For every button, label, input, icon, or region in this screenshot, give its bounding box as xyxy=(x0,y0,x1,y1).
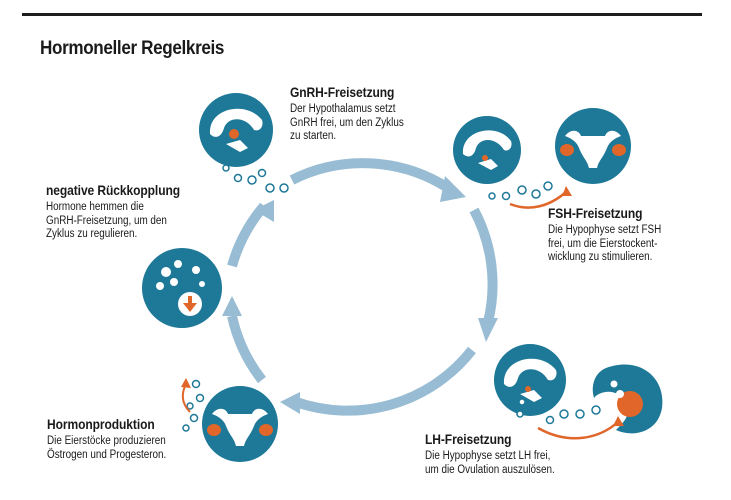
feedback-heading: negative Rückkopplung xyxy=(46,182,180,198)
cycle-arrow-bottom xyxy=(294,346,476,416)
ovary-icon-lh xyxy=(592,364,663,434)
feedback-line-2: GnRH-Freisetzung, um den xyxy=(46,214,167,227)
lh-line-2: um die Ovulation auszulösen. xyxy=(425,463,555,476)
down-arrow-icon xyxy=(178,292,202,316)
transfer-arrowhead-lh xyxy=(613,416,624,426)
gnrh-description: Der Hypothalamus setzt GnRH frei, um den… xyxy=(290,103,404,144)
cycle-arrowheads xyxy=(222,176,498,414)
hormone-bubbles-fsh xyxy=(488,181,553,201)
cycle-arrow-top xyxy=(289,158,451,193)
fsh-description: Die Hypophyse setzt FSH frei, um die Eie… xyxy=(548,224,661,265)
uterus-icon-hormon xyxy=(202,386,278,462)
gnrh-heading: GnRH-Freisetzung xyxy=(290,84,395,100)
transfer-arrow-fsh xyxy=(509,191,567,209)
gnrh-line-1: Der Hypothalamus setzt xyxy=(290,103,396,115)
feedback-line-3: Zyklus zu regulieren. xyxy=(46,228,138,240)
hormon-line-2: Östrogen und Progesteron. xyxy=(47,448,167,461)
lh-heading: LH-Freisetzung xyxy=(425,431,512,447)
fsh-line-1: Die Hypophyse setzt FSH xyxy=(548,224,662,236)
cycle-arrow-lower-left xyxy=(227,314,266,384)
brain-icon-lh xyxy=(494,344,566,416)
hormone-bubbles-lh xyxy=(516,398,601,425)
gnrh-line-3: zu starten. xyxy=(290,130,337,142)
label-lh: LH-Freisetzung Die Hypophyse setzt LH fr… xyxy=(425,431,555,477)
arrowhead-lower-left xyxy=(222,296,242,316)
top-rule xyxy=(22,13,702,16)
hormon-line-1: Die Eierstöcke produzieren xyxy=(47,435,166,447)
label-hormon: Hormonproduktion Die Eierstöcke produzie… xyxy=(47,416,166,462)
lh-line-1: Die Hypophyse setzt LH frei, xyxy=(425,450,551,462)
hormon-heading: Hormonproduktion xyxy=(47,416,155,432)
uterus-icon-fsh xyxy=(555,108,631,184)
release-arrowhead-hormon xyxy=(181,378,191,388)
cycle-arrow-upper-left xyxy=(227,202,268,268)
feedback-icon xyxy=(142,248,222,328)
hormon-description: Die Eierstöcke produzieren Östrogen und … xyxy=(47,435,166,462)
hormone-bubbles-hormon xyxy=(182,379,205,432)
arrowhead-right xyxy=(478,318,498,342)
brain-icon-top xyxy=(199,93,273,167)
transfer-arrow-lh xyxy=(537,421,619,440)
hormone-bubbles-top xyxy=(222,164,289,193)
brain-icon-fsh xyxy=(453,116,521,184)
cycle-arrow-right xyxy=(469,207,498,324)
fsh-heading: FSH-Freisetzung xyxy=(548,205,643,221)
gnrh-line-2: GnRH frei, um den Zyklus xyxy=(290,116,404,129)
arrowhead-top xyxy=(440,176,466,202)
cycle-ring xyxy=(227,158,498,416)
transfer-arrowhead-fsh xyxy=(562,186,572,196)
feedback-description: Hormone hemmen die GnRH-Freisetzung, um … xyxy=(46,201,180,242)
fsh-line-2: frei, um die Eierstockent- xyxy=(548,237,658,250)
feedback-line-1: Hormone hemmen die xyxy=(46,201,144,213)
arrowhead-bottom xyxy=(280,392,300,414)
label-fsh: FSH-Freisetzung Die Hypophyse setzt FSH … xyxy=(548,205,661,265)
label-gnrh: GnRH-Freisetzung Der Hypothalamus setzt … xyxy=(290,84,404,144)
arrowhead-upper-left xyxy=(254,200,274,222)
lh-description: Die Hypophyse setzt LH frei, um die Ovul… xyxy=(425,450,555,477)
label-feedback: negative Rückkopplung Hormone hemmen die… xyxy=(46,182,180,242)
fsh-line-3: wicklung zu stimulieren. xyxy=(548,251,653,263)
page-title: Hormoneller Regelkreis xyxy=(40,38,225,59)
